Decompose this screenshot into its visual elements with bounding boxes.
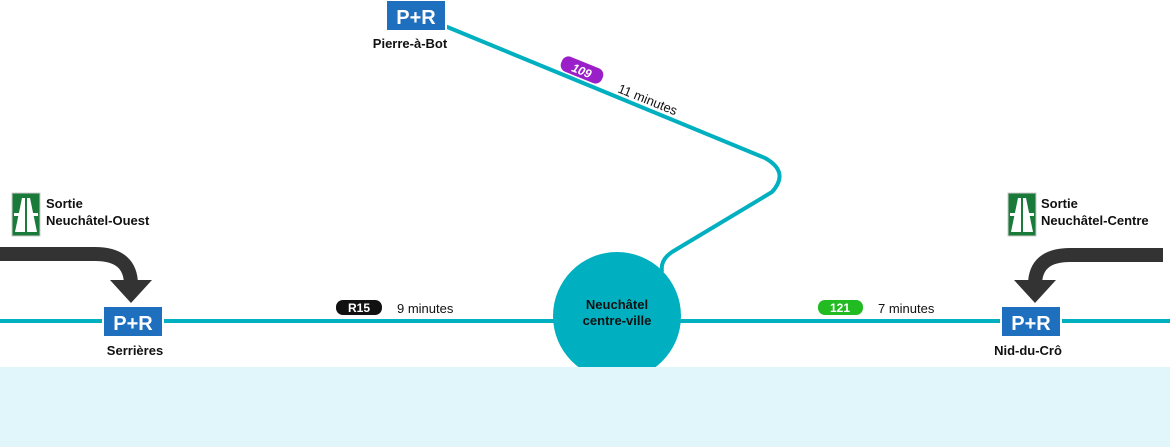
exit-right-line2: Neuchâtel-Centre — [1041, 213, 1149, 228]
center-label-2: centre-ville — [583, 313, 652, 328]
parking-name: Pierre-à-Bot — [373, 36, 448, 51]
pr-label: P+R — [1011, 313, 1051, 335]
exit-arrow-right — [1028, 248, 1163, 286]
badge-109 — [560, 56, 604, 84]
pr-nid-du-cro[interactable]: P+R — [1000, 305, 1062, 338]
arrowhead-right-icon — [1014, 280, 1056, 303]
arrowhead-left-icon — [110, 280, 152, 303]
badge-121-label: 121 — [830, 301, 850, 315]
lake-overlap — [540, 367, 700, 387]
time-121: 7 minutes — [878, 301, 935, 316]
badge-r15 — [336, 300, 382, 315]
exit-arrow-left — [0, 247, 138, 286]
parking-name: Serrières — [107, 343, 163, 358]
pr-label: P+R — [113, 313, 153, 335]
parking-name: Nid-du-Crô — [994, 343, 1062, 358]
line-109 — [439, 22, 782, 273]
badge-121 — [818, 300, 863, 315]
exit-right-line1: Sortie — [1041, 196, 1078, 211]
motorway-icon — [11, 192, 41, 237]
badge-r15-label: R15 — [348, 301, 370, 315]
exit-left-line1: Sortie — [46, 196, 83, 211]
pr-label: P+R — [396, 7, 436, 29]
pr-pierre-a-bot[interactable]: P+R — [385, 0, 447, 32]
center-circle — [553, 252, 681, 380]
motorway-icon — [1007, 192, 1037, 237]
center-label-1: Neuchâtel — [586, 297, 648, 312]
exit-left-line2: Neuchâtel-Ouest — [46, 213, 150, 228]
time-r15: 9 minutes — [397, 301, 454, 316]
pr-serrieres[interactable]: P+R — [102, 305, 164, 338]
